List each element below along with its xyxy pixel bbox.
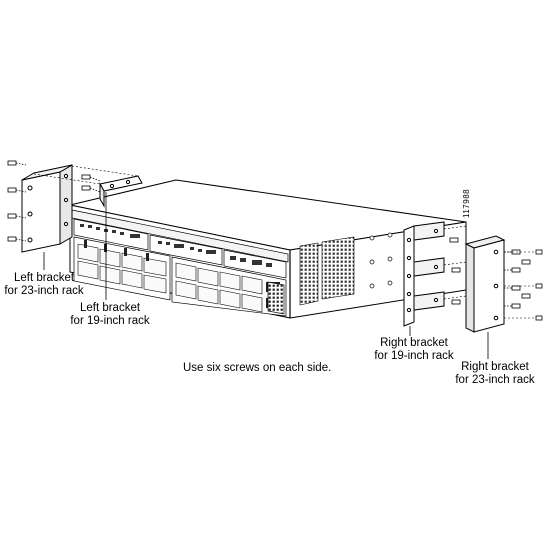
chassis-front-details — [71, 209, 289, 317]
callout-left-bracket-23-line1: Left bracket — [13, 272, 75, 284]
right-screws — [449, 237, 543, 321]
callout-left-bracket-23-line2: for 23-inch rack — [4, 285, 84, 297]
callout-right-bracket-19-line1: Right bracket — [380, 337, 448, 349]
callout-left-bracket-23: Left bracket for 23-inch rack — [2, 272, 86, 298]
callout-right-bracket-23-line2: for 23-inch rack — [455, 374, 535, 386]
alignment-lines — [33, 165, 536, 319]
right-bracket-23 — [464, 235, 506, 333]
callout-leaders — [43, 192, 489, 359]
callout-right-bracket-19: Right bracket for 19-inch rack — [368, 337, 460, 363]
callout-left-bracket-19-line2: for 19-inch rack — [70, 315, 150, 327]
left-screws — [7, 160, 101, 242]
callout-right-bracket-19-line2: for 19-inch rack — [374, 350, 454, 362]
left-bracket-19 — [99, 175, 143, 208]
callout-right-bracket-23: Right bracket for 23-inch rack — [450, 361, 540, 387]
chassis-side-vents — [299, 232, 393, 306]
callout-right-bracket-23-line1: Right bracket — [461, 361, 529, 373]
left-bracket-23 — [21, 164, 73, 253]
callout-left-bracket-19: Left bracket for 19-inch rack — [64, 302, 156, 328]
right-bracket-19 — [403, 221, 445, 327]
figure-number: 117988 — [462, 188, 471, 218]
callout-left-bracket-19-line1: Left bracket — [79, 302, 141, 314]
instruction-text: Use six screws on each side. — [183, 362, 332, 374]
